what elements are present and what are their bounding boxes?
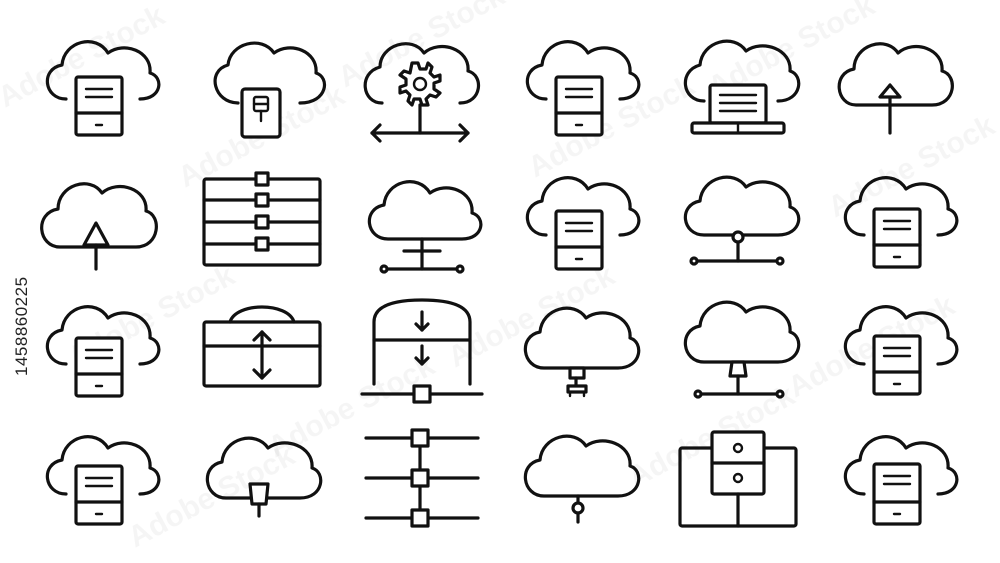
cloud-server-icon <box>45 40 161 137</box>
server-rack-icon <box>202 171 322 267</box>
cloud-network-node-icon <box>683 175 801 266</box>
cloud-plug-icon <box>205 436 323 518</box>
cloud-server-icon <box>525 40 641 137</box>
cloud-server-icon <box>843 176 959 269</box>
network-connection-icon <box>364 428 480 528</box>
cloud-server-icon <box>45 435 161 526</box>
cloud-plug-network-icon <box>683 300 801 399</box>
database-network-icon <box>678 430 798 528</box>
cloud-settings-arrows-icon <box>363 42 481 143</box>
cloud-connection-icon <box>523 434 641 524</box>
stock-id-text: 1458860225 <box>12 276 31 376</box>
cloud-mobile-icon <box>213 41 326 139</box>
cloud-server-icon <box>843 435 959 526</box>
cloud-laptop-icon <box>683 39 801 135</box>
cloud-upload-arrow-icon <box>837 42 954 135</box>
cloud-upload-arrow-icon <box>40 182 158 271</box>
cloud-download-network-icon <box>360 298 484 404</box>
cloud-plug-icon <box>523 306 641 398</box>
cloud-server-icon <box>525 176 641 271</box>
cloud-server-icon <box>843 305 959 396</box>
cloud-network-icon <box>367 180 483 274</box>
cloud-server-icon <box>45 305 161 398</box>
cloud-storage-transfer-icon <box>202 305 322 388</box>
